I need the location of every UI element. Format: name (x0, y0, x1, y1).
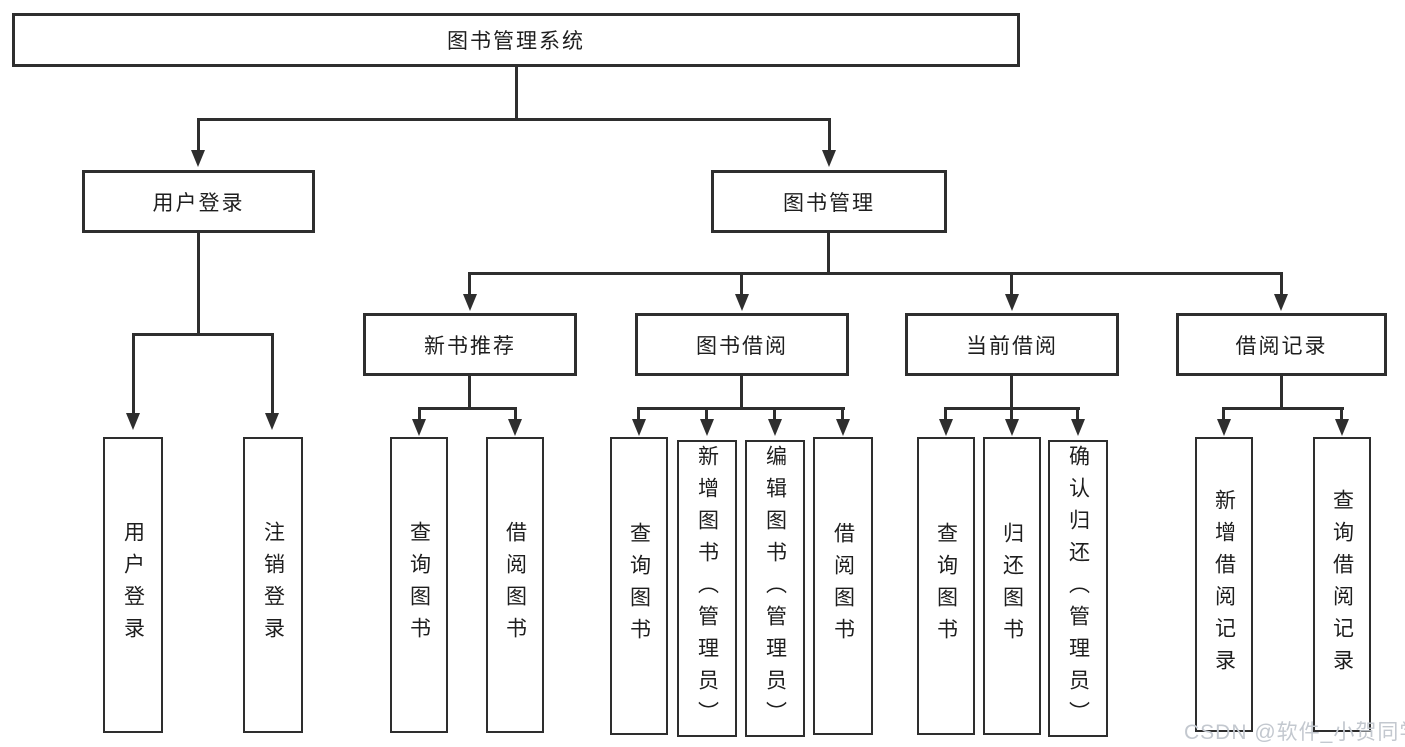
connector-level3-rail (468, 272, 1283, 275)
arrow-down-icon (265, 413, 279, 430)
node-book-mgmt: 图书管理 (711, 170, 947, 233)
connector-leaf-stem (1010, 407, 1013, 420)
node-book-borrow: 图书借阅 (635, 313, 849, 376)
connector-leaf-stem (1222, 407, 1225, 420)
arrow-down-icon (632, 419, 646, 436)
arrow-down-icon (1005, 419, 1019, 436)
arrow-down-icon (735, 294, 749, 311)
connector-group-rail (418, 407, 517, 410)
connector-leaf-stem (132, 333, 135, 414)
leaf-return-books: 归还图书 (983, 437, 1041, 735)
connector-leaf-stem (514, 407, 517, 420)
arrow-down-icon (126, 413, 140, 430)
connector-level3-stem (1010, 272, 1013, 295)
node-user-login: 用户登录 (82, 170, 315, 233)
arrow-down-icon (191, 150, 205, 167)
arrow-down-icon (939, 419, 953, 436)
connector-group-down (468, 375, 471, 409)
connector-leaf-stem (705, 407, 708, 420)
arrow-down-icon (1005, 294, 1019, 311)
connector-level2-rail (197, 118, 831, 121)
connector-leaf-stem (418, 407, 421, 420)
arrow-down-icon (508, 419, 522, 436)
connector-group-rail (1223, 407, 1344, 410)
leaf-query-books: 查询图书 (917, 437, 975, 735)
arrow-down-icon (768, 419, 782, 436)
arrow-down-icon (412, 419, 426, 436)
leaf-query-borrow-record: 查询借阅记录 (1313, 437, 1371, 732)
arrow-down-icon (1071, 419, 1085, 436)
connector-level3-stem (1280, 272, 1283, 295)
node-borrow-records: 借阅记录 (1176, 313, 1387, 376)
node-current-borrow: 当前借阅 (905, 313, 1119, 376)
node-root: 图书管理系统 (12, 13, 1020, 67)
connector-book-mgmt-stem (828, 118, 831, 152)
leaf-query-books: 查询图书 (610, 437, 668, 735)
arrow-down-icon (700, 419, 714, 436)
leaf-user-login: 用户登录 (103, 437, 163, 733)
csdn-watermark: CSDN @软件_小贺同学 (1184, 721, 1405, 744)
arrow-down-icon (463, 294, 477, 311)
connector-group-down (1280, 375, 1283, 409)
leaf-logout: 注销登录 (243, 437, 303, 733)
arrow-down-icon (836, 419, 850, 436)
leaf-add-borrow-record: 新增借阅记录 (1195, 437, 1253, 732)
arrow-down-icon (822, 150, 836, 167)
arrow-down-icon (1217, 419, 1231, 436)
arrow-down-icon (1274, 294, 1288, 311)
leaf-confirm-return-admin: 确认归还（管理员） (1048, 440, 1108, 737)
connector-group-rail (638, 407, 845, 410)
leaf-borrow-books: 借阅图书 (486, 437, 544, 733)
connector-level3-stem (740, 272, 743, 295)
connector-user-login-rail (132, 333, 274, 336)
connector-leaf-stem (944, 407, 947, 420)
connector-group-down (1010, 375, 1013, 409)
connector-book-mgmt-down (827, 232, 830, 274)
connector-leaf-stem (271, 333, 274, 414)
connector-group-down (740, 375, 743, 409)
node-new-book-rec: 新书推荐 (363, 313, 577, 376)
connector-user-login-down (197, 232, 200, 335)
leaf-query-books: 查询图书 (390, 437, 448, 733)
connector-user-login-stem (197, 118, 200, 152)
arrow-down-icon (1335, 419, 1349, 436)
connector-leaf-stem (841, 407, 844, 420)
leaf-borrow-books: 借阅图书 (813, 437, 873, 735)
connector-leaf-stem (637, 407, 640, 420)
connector-trunk (515, 66, 518, 120)
connector-leaf-stem (1340, 407, 1343, 420)
connector-leaf-stem (1076, 407, 1079, 420)
connector-level3-stem (468, 272, 471, 295)
leaf-edit-book-admin: 编辑图书（管理员） (745, 440, 805, 737)
connector-leaf-stem (773, 407, 776, 420)
leaf-add-book-admin: 新增图书（管理员） (677, 440, 737, 737)
